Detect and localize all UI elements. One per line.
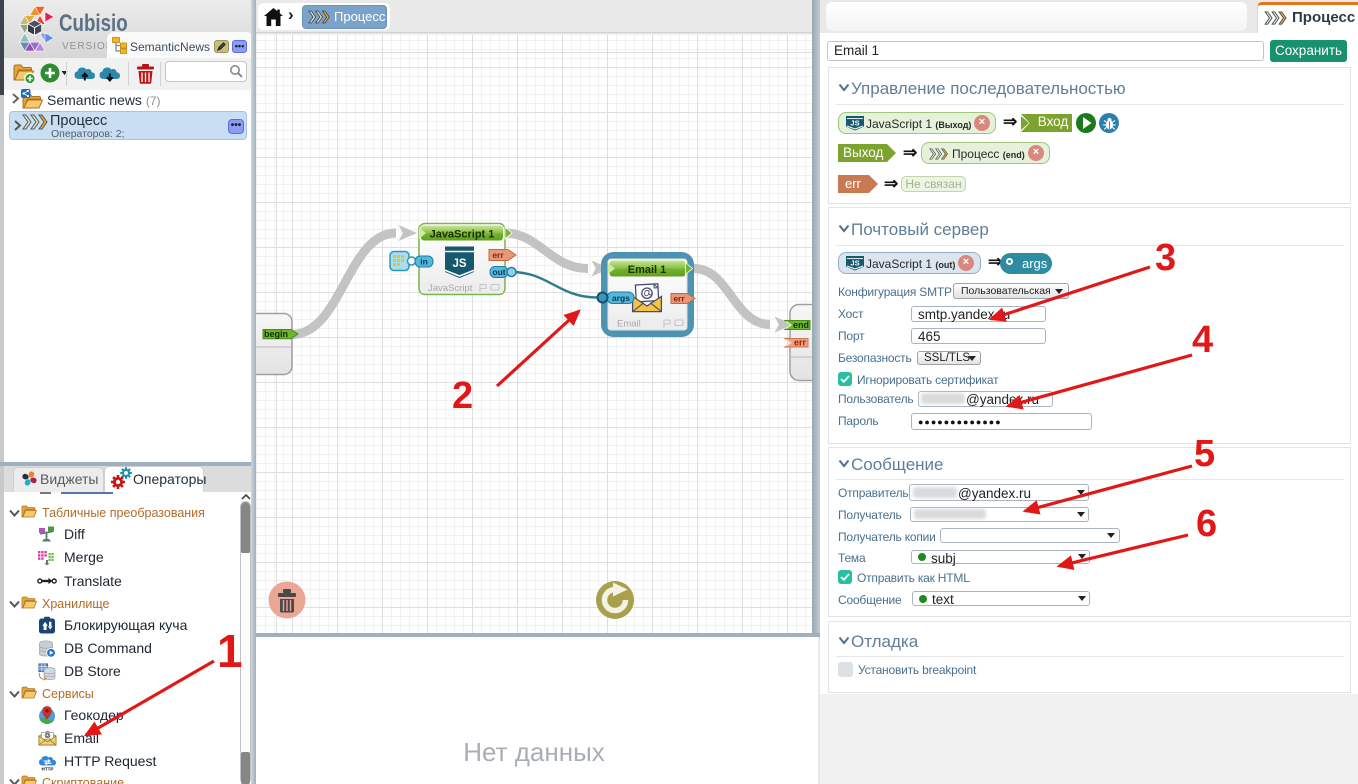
svg-text:in: in [420, 257, 428, 267]
svg-text:JS: JS [452, 258, 466, 270]
svg-text:Email: Email [617, 319, 641, 330]
svg-text:err: err [673, 294, 685, 304]
svg-text:Email 1: Email 1 [628, 264, 667, 276]
svg-text:begin: begin [264, 329, 288, 339]
svg-text:err: err [492, 250, 504, 260]
svg-text:JS: JS [850, 259, 859, 268]
svg-text:JS: JS [850, 119, 859, 128]
svg-text:err: err [794, 338, 807, 348]
svg-text:JavaScript 1: JavaScript 1 [430, 229, 495, 241]
svg-text:out: out [492, 267, 505, 277]
svg-text:end: end [793, 320, 809, 330]
svg-text:args: args [612, 293, 630, 303]
svg-text:JavaScript: JavaScript [428, 283, 473, 294]
svg-text:HTTP: HTTP [42, 766, 54, 771]
